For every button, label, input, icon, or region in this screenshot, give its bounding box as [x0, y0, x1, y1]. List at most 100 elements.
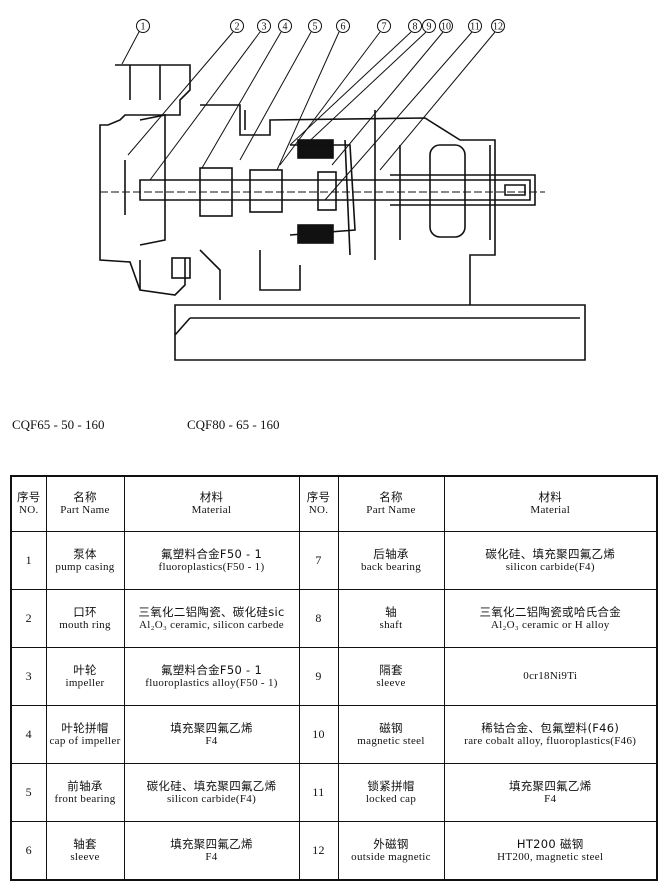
- part-material: 稀钴合金、包氟塑料(F46)rare cobalt alloy, fluorop…: [443, 705, 658, 764]
- part-number-text: 2: [25, 611, 32, 625]
- part-number-text: 9: [315, 669, 322, 683]
- callout-number: 5: [313, 22, 318, 33]
- part-material-text: 填充聚四氟乙烯: [170, 720, 253, 735]
- callout-circle: [278, 19, 292, 33]
- callout-circle: [491, 19, 505, 33]
- part-number: 3: [10, 647, 47, 706]
- part-number-text: 5: [25, 785, 32, 799]
- part-number-text: 11: [312, 785, 325, 799]
- part-name-text: front bearing: [54, 792, 116, 805]
- callout-12: 12: [491, 19, 505, 33]
- part-name-text: sleeve: [70, 850, 100, 863]
- part-material: 0cr18Ni9Ti: [443, 647, 658, 706]
- shaft: [139, 179, 531, 201]
- part-name-text: mouth ring: [59, 618, 111, 631]
- outer-shaft: [390, 174, 536, 206]
- isolation-sleeve: [289, 139, 356, 256]
- callout-7: 7: [377, 19, 391, 33]
- part-name-text: 轴套: [73, 836, 97, 851]
- part-name-text: 叶轮: [73, 662, 97, 677]
- callout-circle: [136, 19, 150, 33]
- bolt: [171, 257, 191, 279]
- callout-number: 11: [470, 22, 480, 33]
- callout-5: 5: [308, 19, 322, 33]
- callout-circle: [230, 19, 244, 33]
- part-material-text: 碳化硅、填充聚四氟乙烯: [146, 778, 277, 793]
- part-material-text: F4: [544, 792, 557, 805]
- back-bearing: [249, 169, 283, 213]
- part-material-text: 填充聚四氟乙烯: [170, 836, 253, 851]
- callout-circle: [422, 19, 436, 33]
- part-number: 7: [298, 531, 339, 590]
- model-caption-1: CQF65 - 50 - 160: [12, 417, 105, 432]
- part-name-text: 前轴承: [67, 778, 103, 793]
- part-number-text: 1: [25, 553, 32, 567]
- part-name-text: locked cap: [365, 792, 417, 805]
- part-material-text: Al₂O₃ ceramic, silicon carbede: [139, 618, 284, 631]
- callout-circle: [308, 19, 322, 33]
- callout-number: 2: [235, 22, 240, 33]
- part-number: 6: [10, 821, 47, 881]
- part-material-text: 三氧化二铝陶瓷、碳化硅sic: [138, 604, 285, 619]
- part-name-text: sleeve: [376, 676, 406, 689]
- coupling: [429, 144, 466, 238]
- part-name-text: 外磁钢: [373, 836, 409, 851]
- part-number: 2: [10, 589, 47, 648]
- callout-number: 8: [413, 22, 418, 33]
- callout-circle: [408, 19, 422, 33]
- part-number-text: 6: [25, 843, 32, 857]
- part-material-text: silicon carbide(F4): [166, 792, 257, 805]
- magnetic-steel-top: [297, 139, 334, 159]
- part-number: 5: [10, 763, 47, 822]
- part-number: 10: [298, 705, 339, 764]
- part-name-text: magnetic steel: [357, 734, 425, 747]
- part-name-text: 叶轮拼帽: [61, 720, 109, 735]
- callout-number: 7: [382, 22, 387, 33]
- callout-6: 6: [336, 19, 350, 33]
- part-name-text: 后轴承: [373, 546, 409, 561]
- part-material-text: 填充聚四氟乙烯: [508, 778, 592, 793]
- impeller-outline: [124, 114, 166, 290]
- part-material-text: 三氧化二铝陶瓷或哈氏合金: [479, 604, 622, 619]
- callout-circle: [468, 19, 482, 33]
- callout-1: 1: [136, 19, 150, 33]
- part-material-text: HT200 磁钢: [516, 836, 584, 851]
- bearing-housing: [199, 104, 496, 305]
- callout-circle: [439, 19, 453, 33]
- callout-10: 10: [439, 19, 453, 33]
- pump-base: [174, 304, 586, 361]
- motor-end: [374, 110, 491, 260]
- part-material-text: silicon carbide(F4): [505, 560, 595, 573]
- callout-number: 10: [441, 22, 451, 33]
- part-number: 11: [298, 763, 339, 822]
- part-name-text: 口环: [73, 604, 97, 619]
- callout-number: 3: [262, 22, 267, 33]
- pump-casing: [99, 64, 191, 296]
- part-name-text: 隔套: [379, 662, 403, 677]
- part-material-text: 氟塑料合金F50 - 1: [160, 546, 263, 561]
- leader-lines: [121, 29, 496, 201]
- part-name-text: 轴: [385, 604, 397, 619]
- part-number-text: 8: [315, 611, 322, 625]
- locked-cap: [317, 171, 337, 211]
- callout-number: 1: [141, 22, 146, 33]
- part-number-text: 4: [25, 727, 32, 741]
